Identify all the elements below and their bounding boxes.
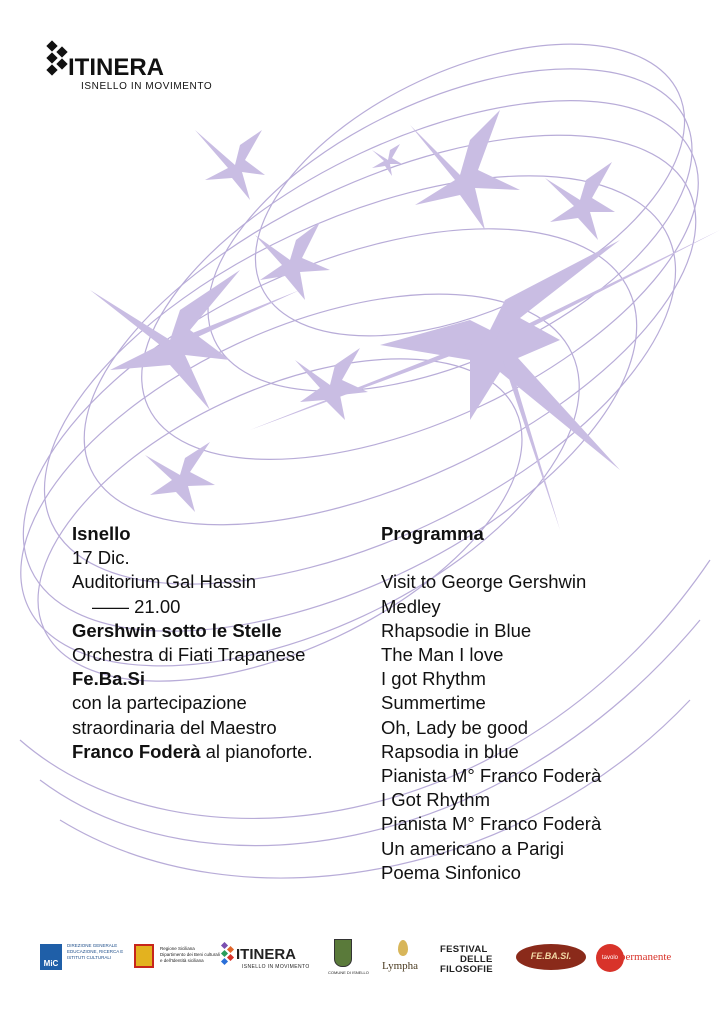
sponsor-logos: MiC DIREZIONE GENERALE EDUCAZIONE, RICER… xyxy=(40,936,700,984)
mic-logo: MiC DIREZIONE GENERALE EDUCAZIONE, RICER… xyxy=(40,936,128,984)
event-venue: Auditorium Gal Hassin xyxy=(72,571,257,593)
orbit-lines xyxy=(19,43,711,879)
sparkles xyxy=(90,110,720,530)
itinera-wordmark: ITINERA xyxy=(68,54,164,81)
program-item: Rhapsodie in Blue xyxy=(381,619,532,641)
itinera-logo: ITINERA ISNELLO IN MOVIMENTO xyxy=(44,38,212,98)
tavolo-permanente-logo: tavolo permanente xyxy=(596,936,696,984)
mic-badge: MiC xyxy=(40,944,62,970)
febasi-logo: FE.BA.SI. xyxy=(516,936,590,984)
tavolo-text: permanente xyxy=(620,951,672,963)
comune-isnello-logo: COMUNE DI ISNELLO xyxy=(328,936,369,984)
program: Programma Visit to George Gershwin Medle… xyxy=(381,522,601,885)
program-item: Rapsodia in blue xyxy=(381,740,519,762)
festival-line-2: DELLE xyxy=(460,954,493,965)
mic-text: DIREZIONE GENERALE EDUCAZIONE, RICERCA E… xyxy=(67,943,124,960)
lympha-drop-icon xyxy=(398,940,408,956)
festival-delle-filosofie-logo: FESTIVAL DELLE FILOSOFIE xyxy=(440,936,510,984)
lympha-text: Lympha xyxy=(382,960,419,972)
program-heading: Programma xyxy=(381,523,484,544)
comune-text: COMUNE DI ISNELLO xyxy=(328,970,369,975)
event-orchestra: Orchestra di Fiati Trapanese xyxy=(72,644,306,666)
program-item: Medley xyxy=(381,595,441,617)
regione-text: Regione Siciliana Dipartimento dei Beni … xyxy=(160,946,220,963)
event-line-2: straordinaria del Maestro xyxy=(72,716,277,738)
event-place: Isnello xyxy=(72,523,131,544)
program-spacer xyxy=(381,546,601,570)
program-item: Pianista M° Franco Foderà xyxy=(381,813,602,835)
itinera-tagline: ISNELLO IN MOVIMENTO xyxy=(81,81,213,92)
program-item: Oh, Lady be good xyxy=(381,716,529,738)
event-title: Gershwin sotto le Stelle xyxy=(72,619,282,641)
event-line-1: con la partecipazione xyxy=(72,692,247,714)
event-soloist: Franco Foderà xyxy=(72,740,201,762)
festival-line-1: FESTIVAL xyxy=(440,944,488,955)
event-time: —— 21.00 xyxy=(92,595,181,617)
program-item: Pianista M° Franco Foderà xyxy=(381,765,602,787)
event-soloist-line: Franco Foderà al pianoforte. xyxy=(72,740,313,764)
event-info: Isnello 17 Dic. Auditorium Gal Hassin ——… xyxy=(72,522,313,764)
event-soloist-suffix: al pianoforte. xyxy=(200,740,313,762)
event-ensemble: Fe.Ba.Si xyxy=(72,668,145,690)
program-item: Poema Sinfonico xyxy=(381,861,521,883)
program-item: Visit to George Gershwin xyxy=(381,571,587,593)
program-item: Summertime xyxy=(381,692,486,714)
program-item: I got Rhythm xyxy=(381,668,486,690)
itinera-footer-tagline: ISNELLO IN MOVIMENTO xyxy=(242,964,310,970)
comune-shield-icon xyxy=(334,939,352,967)
itinera-footer-mark-icon xyxy=(220,942,235,966)
itinera-footer-wordmark: ITINERA xyxy=(236,946,296,963)
regione-siciliana-logo: Regione Siciliana Dipartimento dei Beni … xyxy=(134,936,220,984)
program-item: I Got Rhythm xyxy=(381,789,490,811)
itinera-footer-logo: ITINERA ISNELLO IN MOVIMENTO xyxy=(220,936,312,984)
program-item: Un americano a Parigi xyxy=(381,837,565,859)
lympha-logo: Lympha xyxy=(382,936,428,984)
tavolo-badge: tavolo xyxy=(596,944,624,972)
regione-shield-icon xyxy=(134,944,154,968)
festival-line-3: FILOSOFIE xyxy=(440,964,493,975)
event-date: 17 Dic. xyxy=(72,547,130,569)
program-item: The Man I love xyxy=(381,644,504,665)
itinera-mark-icon xyxy=(46,40,68,76)
febasi-text: FE.BA.SI. xyxy=(516,944,586,970)
